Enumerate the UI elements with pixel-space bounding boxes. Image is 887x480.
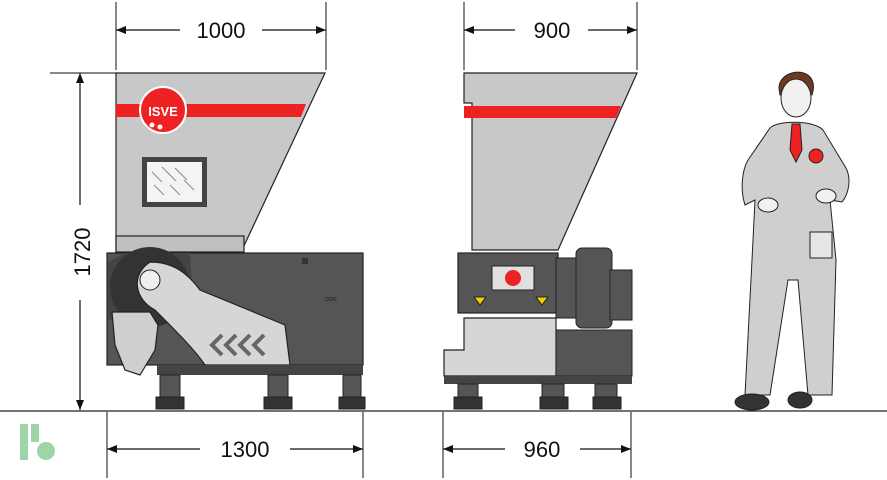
figure-face (780, 78, 812, 118)
side-view-machine (443, 72, 638, 410)
dimension-front-width: 1000 (115, 2, 327, 70)
dimension-height: 1720 (50, 72, 120, 410)
front-base-frame (157, 365, 363, 375)
side-gearbox (555, 257, 579, 319)
front-hopper-collar (115, 235, 245, 253)
front-rotor-hub (139, 269, 161, 291)
isve-logo-text: ISVE (148, 104, 178, 119)
corner-logo (20, 424, 55, 460)
figure-chest-logo (808, 148, 824, 164)
side-base-frame (555, 329, 633, 377)
isve-logo-side (505, 270, 521, 286)
front-view-machine: ISVE ooo (106, 72, 366, 410)
front-width-label: 1000 (197, 18, 246, 43)
side-motor (609, 269, 633, 321)
height-label: 1720 (70, 228, 95, 277)
warning-sign-left (473, 296, 487, 306)
warning-sign-right (535, 296, 549, 306)
side-legs (453, 383, 622, 410)
front-discharge-chute (111, 311, 159, 376)
side-red-stripe (464, 106, 621, 118)
side-discharge-chute (443, 317, 557, 377)
dimension-front-base-width: 1300 (106, 412, 364, 478)
figure-tie (789, 123, 803, 164)
figure-pocket (809, 231, 833, 259)
dimension-side-base-width: 960 (442, 412, 632, 478)
figure-left-hand (757, 197, 779, 213)
side-hopper (463, 72, 638, 251)
figure-right-hand (815, 188, 837, 204)
front-swing-arm (136, 261, 291, 366)
figure-left-shoe (734, 393, 770, 411)
svg-text:ooo: ooo (325, 296, 337, 303)
side-motor-flywheel (575, 247, 613, 329)
side-base-width-label: 960 (524, 437, 561, 462)
side-width-label: 900 (534, 18, 571, 43)
front-legs (155, 374, 366, 410)
isve-logo-front: ISVE (139, 86, 187, 134)
figure-suit (741, 121, 850, 396)
dimension-side-width: 900 (463, 2, 638, 70)
human-scale-figure (734, 71, 850, 411)
front-base-width-label: 1300 (221, 437, 270, 462)
chevron-arrows (209, 333, 266, 357)
figure-right-shoe (787, 391, 813, 409)
